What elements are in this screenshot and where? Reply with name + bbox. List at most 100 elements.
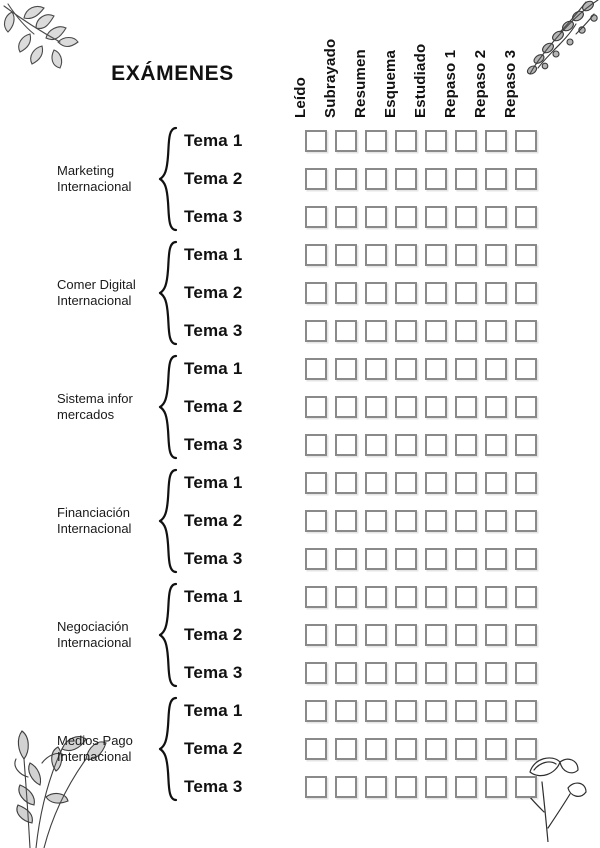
checkbox-esquema[interactable] <box>395 434 417 456</box>
checkbox-estudiado[interactable] <box>425 738 447 760</box>
checkbox-estudiado[interactable] <box>425 358 447 380</box>
checkbox-subrayado[interactable] <box>335 624 357 646</box>
checkbox-repaso-1[interactable] <box>455 282 477 304</box>
checkbox-repaso-2[interactable] <box>485 700 507 722</box>
checkbox-repaso-2[interactable] <box>485 586 507 608</box>
checkbox-estudiado[interactable] <box>425 244 447 266</box>
checkbox-estudiado[interactable] <box>425 206 447 228</box>
checkbox-resumen[interactable] <box>365 244 387 266</box>
checkbox-esquema[interactable] <box>395 244 417 266</box>
checkbox-repaso-2[interactable] <box>485 662 507 684</box>
checkbox-estudiado[interactable] <box>425 586 447 608</box>
checkbox-repaso-3[interactable] <box>515 206 537 228</box>
checkbox-resumen[interactable] <box>365 206 387 228</box>
checkbox-leido[interactable] <box>305 168 327 190</box>
checkbox-esquema[interactable] <box>395 320 417 342</box>
checkbox-subrayado[interactable] <box>335 472 357 494</box>
checkbox-subrayado[interactable] <box>335 168 357 190</box>
checkbox-esquema[interactable] <box>395 472 417 494</box>
checkbox-repaso-2[interactable] <box>485 396 507 418</box>
checkbox-repaso-2[interactable] <box>485 624 507 646</box>
checkbox-subrayado[interactable] <box>335 320 357 342</box>
checkbox-resumen[interactable] <box>365 586 387 608</box>
checkbox-leido[interactable] <box>305 206 327 228</box>
checkbox-resumen[interactable] <box>365 130 387 152</box>
checkbox-repaso-2[interactable] <box>485 358 507 380</box>
checkbox-leido[interactable] <box>305 662 327 684</box>
checkbox-estudiado[interactable] <box>425 548 447 570</box>
checkbox-leido[interactable] <box>305 434 327 456</box>
checkbox-resumen[interactable] <box>365 434 387 456</box>
checkbox-resumen[interactable] <box>365 320 387 342</box>
checkbox-esquema[interactable] <box>395 206 417 228</box>
checkbox-repaso-1[interactable] <box>455 776 477 798</box>
checkbox-resumen[interactable] <box>365 662 387 684</box>
checkbox-leido[interactable] <box>305 244 327 266</box>
checkbox-subrayado[interactable] <box>335 396 357 418</box>
checkbox-esquema[interactable] <box>395 700 417 722</box>
checkbox-resumen[interactable] <box>365 358 387 380</box>
checkbox-resumen[interactable] <box>365 700 387 722</box>
checkbox-leido[interactable] <box>305 586 327 608</box>
checkbox-leido[interactable] <box>305 510 327 532</box>
checkbox-subrayado[interactable] <box>335 130 357 152</box>
checkbox-estudiado[interactable] <box>425 434 447 456</box>
checkbox-esquema[interactable] <box>395 776 417 798</box>
checkbox-estudiado[interactable] <box>425 282 447 304</box>
checkbox-repaso-3[interactable] <box>515 738 537 760</box>
checkbox-subrayado[interactable] <box>335 206 357 228</box>
checkbox-repaso-2[interactable] <box>485 472 507 494</box>
checkbox-repaso-1[interactable] <box>455 738 477 760</box>
checkbox-repaso-2[interactable] <box>485 168 507 190</box>
checkbox-esquema[interactable] <box>395 510 417 532</box>
checkbox-esquema[interactable] <box>395 130 417 152</box>
checkbox-esquema[interactable] <box>395 738 417 760</box>
checkbox-leido[interactable] <box>305 130 327 152</box>
checkbox-leido[interactable] <box>305 700 327 722</box>
checkbox-repaso-2[interactable] <box>485 130 507 152</box>
checkbox-subrayado[interactable] <box>335 358 357 380</box>
checkbox-estudiado[interactable] <box>425 168 447 190</box>
checkbox-estudiado[interactable] <box>425 472 447 494</box>
checkbox-repaso-1[interactable] <box>455 434 477 456</box>
checkbox-resumen[interactable] <box>365 776 387 798</box>
checkbox-repaso-3[interactable] <box>515 434 537 456</box>
checkbox-leido[interactable] <box>305 282 327 304</box>
checkbox-repaso-2[interactable] <box>485 738 507 760</box>
checkbox-subrayado[interactable] <box>335 700 357 722</box>
checkbox-resumen[interactable] <box>365 738 387 760</box>
checkbox-repaso-2[interactable] <box>485 776 507 798</box>
checkbox-repaso-1[interactable] <box>455 206 477 228</box>
checkbox-repaso-3[interactable] <box>515 472 537 494</box>
checkbox-resumen[interactable] <box>365 548 387 570</box>
checkbox-esquema[interactable] <box>395 662 417 684</box>
checkbox-repaso-3[interactable] <box>515 586 537 608</box>
checkbox-repaso-1[interactable] <box>455 662 477 684</box>
checkbox-resumen[interactable] <box>365 624 387 646</box>
checkbox-repaso-1[interactable] <box>455 624 477 646</box>
checkbox-subrayado[interactable] <box>335 738 357 760</box>
checkbox-estudiado[interactable] <box>425 776 447 798</box>
checkbox-repaso-2[interactable] <box>485 434 507 456</box>
checkbox-esquema[interactable] <box>395 624 417 646</box>
checkbox-leido[interactable] <box>305 472 327 494</box>
checkbox-repaso-3[interactable] <box>515 320 537 342</box>
checkbox-repaso-2[interactable] <box>485 320 507 342</box>
checkbox-repaso-2[interactable] <box>485 244 507 266</box>
checkbox-repaso-1[interactable] <box>455 168 477 190</box>
checkbox-subrayado[interactable] <box>335 434 357 456</box>
checkbox-estudiado[interactable] <box>425 662 447 684</box>
checkbox-repaso-3[interactable] <box>515 168 537 190</box>
checkbox-resumen[interactable] <box>365 510 387 532</box>
checkbox-estudiado[interactable] <box>425 130 447 152</box>
checkbox-repaso-2[interactable] <box>485 510 507 532</box>
checkbox-leido[interactable] <box>305 320 327 342</box>
checkbox-leido[interactable] <box>305 624 327 646</box>
checkbox-esquema[interactable] <box>395 282 417 304</box>
checkbox-subrayado[interactable] <box>335 282 357 304</box>
checkbox-repaso-3[interactable] <box>515 510 537 532</box>
checkbox-subrayado[interactable] <box>335 776 357 798</box>
checkbox-leido[interactable] <box>305 548 327 570</box>
checkbox-estudiado[interactable] <box>425 320 447 342</box>
checkbox-repaso-1[interactable] <box>455 700 477 722</box>
